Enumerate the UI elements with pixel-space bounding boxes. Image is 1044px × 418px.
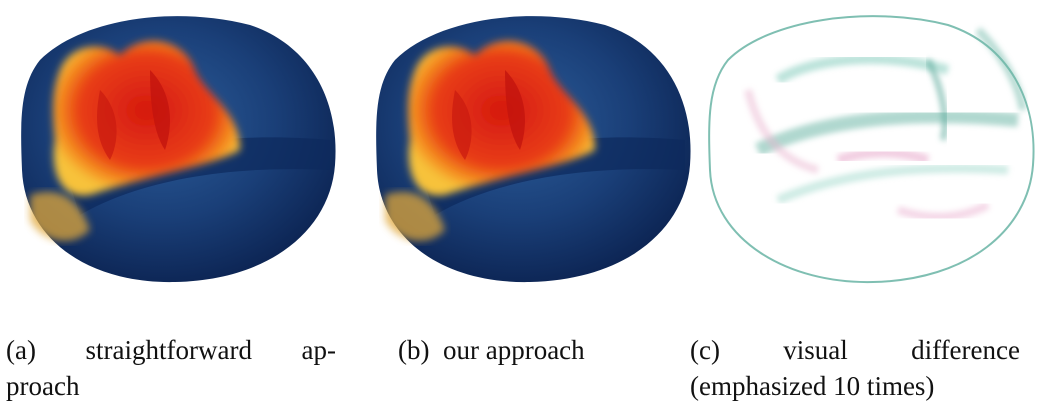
heatmap-image-b	[376, 16, 691, 283]
hot-region	[408, 40, 595, 196]
caption-c-word2: difference	[911, 335, 1020, 365]
figure-panel-b	[355, 0, 700, 290]
hot-region	[53, 40, 240, 196]
caption-a-line1: (a) straightforward ap-	[6, 332, 336, 368]
caption-a: (a) straightforward ap- proach	[6, 332, 336, 404]
caption-a-word2: ap-	[301, 335, 336, 365]
warm-patch	[30, 191, 90, 241]
caption-a-label: (a)	[6, 335, 36, 365]
caption-b-text: (b) our approach	[398, 335, 585, 365]
caption-c-word1: visual	[783, 335, 848, 365]
caption-b: (b) our approach	[398, 332, 648, 368]
warm-patch	[385, 191, 445, 241]
heatmap-image-a	[21, 16, 336, 283]
caption-c-line2: (emphasized 10 times)	[690, 371, 935, 401]
figure-panel-c	[698, 0, 1044, 290]
caption-a-word1: straightforward	[85, 335, 252, 365]
difference-image	[708, 15, 1035, 284]
caption-a-line2: proach	[6, 371, 80, 401]
caption-c-line1: (c) visual difference	[690, 332, 1020, 368]
caption-c: (c) visual difference (emphasized 10 tim…	[690, 332, 1020, 404]
caption-c-label: (c)	[690, 335, 720, 365]
figure-panel-a	[0, 0, 345, 290]
